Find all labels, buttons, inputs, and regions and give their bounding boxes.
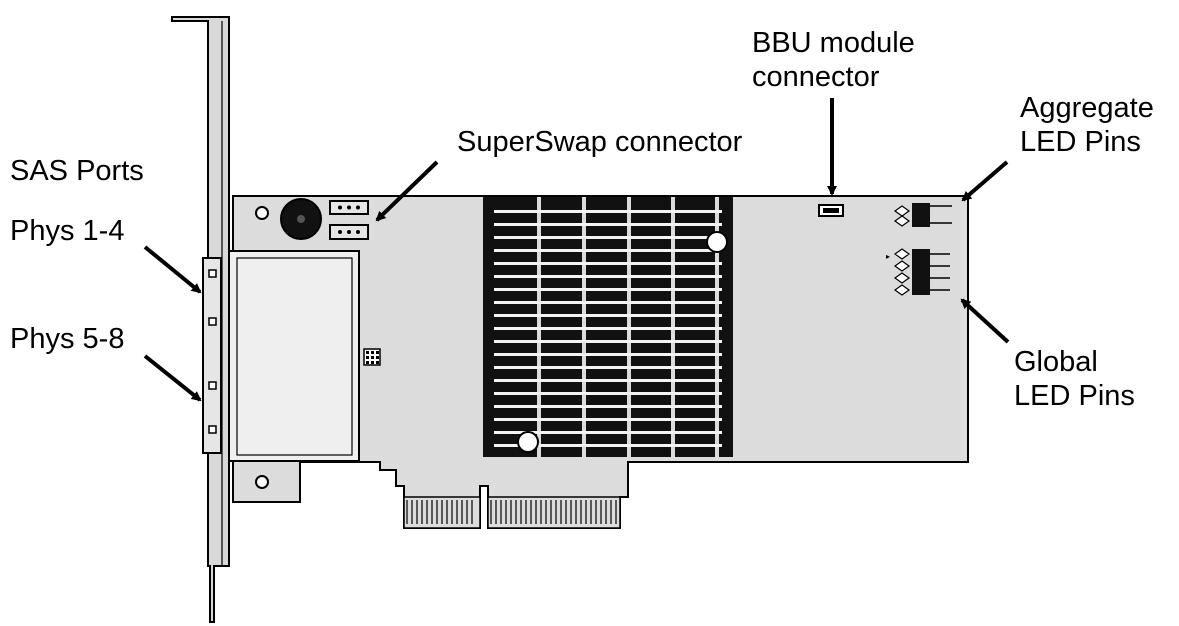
arrow-phys-5-8 (143, 354, 202, 402)
heatsink-fin-slit (494, 301, 722, 304)
heatsink-fin-slit (494, 288, 722, 291)
label-bbu-line1: BBU module (752, 27, 915, 59)
label-global-line1: Global (1014, 346, 1098, 378)
arrow-phys-1-4 (143, 245, 202, 294)
heatsink-fin-slit (494, 392, 722, 395)
bbu-connector (818, 204, 844, 217)
heatsink-fin-slit (494, 275, 722, 278)
label-phys-5-8: Phys 5-8 (10, 323, 125, 355)
heatsink-fin-slit (494, 262, 722, 265)
heatsink-fin-slit (494, 249, 722, 252)
pcie-edge-connector (403, 496, 621, 529)
heatsink-pin-bottom (517, 431, 539, 453)
heatsink-fin-slit (494, 366, 722, 369)
sas-port-cage (202, 250, 360, 462)
label-sas-ports: SAS Ports (10, 155, 144, 187)
heatsink-fin-slit (494, 444, 722, 447)
buzzer-component (280, 198, 322, 240)
svg-text:▸: ▸ (886, 252, 890, 261)
label-bbu-line2: connector (752, 61, 880, 93)
heatsink-fin-slit (494, 405, 722, 408)
heatsink-fin-slit (494, 327, 722, 330)
label-aggregate-line2: LED Pins (1020, 126, 1141, 158)
heatsink-pin-top (706, 231, 728, 253)
heatsink-fin-slit (494, 314, 722, 317)
heatsink-fin-slit (494, 236, 722, 239)
heatsink-fin-slit (494, 340, 722, 343)
heatsink-fin-slit (494, 418, 722, 421)
heatsink-fin-slit (494, 353, 722, 356)
heatsink-fin-slit (494, 431, 722, 434)
heatsink-fin-slit (494, 210, 722, 213)
heatsink (483, 197, 733, 457)
aggregate-led-pins (893, 203, 952, 227)
label-global-line2: LED Pins (1014, 380, 1135, 412)
label-superswap-connector: SuperSwap connector (457, 126, 743, 158)
arrow-global (960, 298, 1010, 344)
label-aggregate-line1: Aggregate (1020, 92, 1154, 124)
jumper-block (363, 348, 381, 366)
label-phys-1-4: Phys 1-4 (10, 215, 125, 247)
heatsink-fin-slit (494, 379, 722, 382)
heatsink-fin-slit (494, 223, 722, 226)
arrow-aggregate (961, 160, 1009, 202)
superswap-connector (329, 200, 369, 240)
global-led-pins: ▸ (886, 248, 950, 296)
arrow-superswap (375, 160, 439, 222)
